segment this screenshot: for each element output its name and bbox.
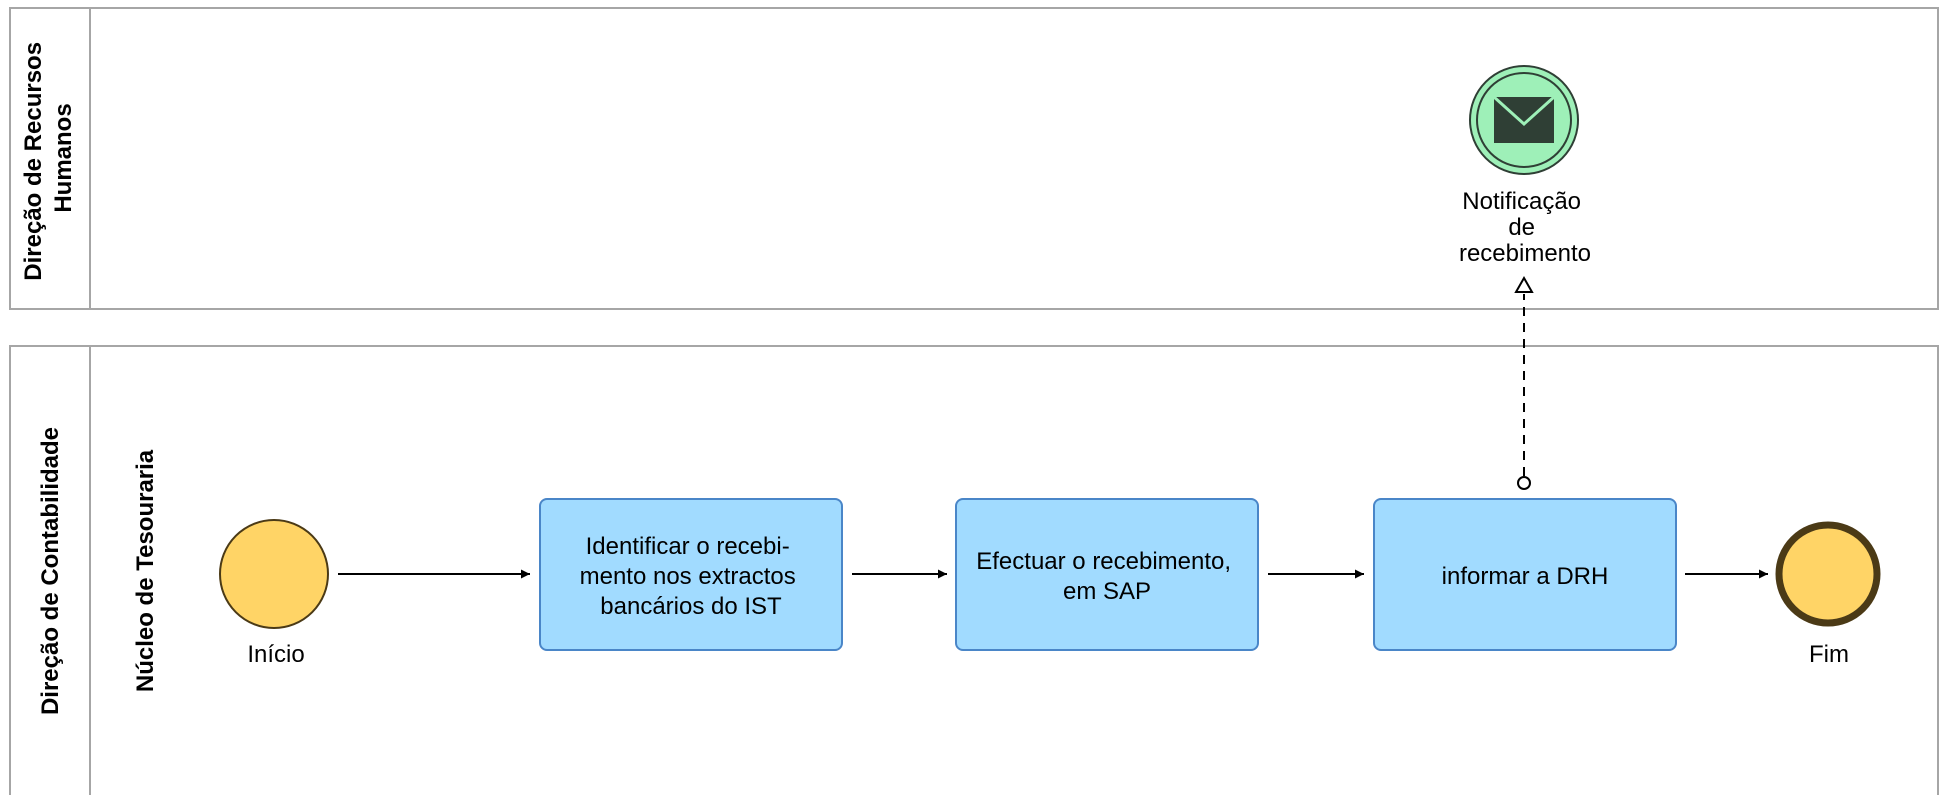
notification-label-line-2: de — [1508, 214, 1535, 241]
task-identificar-recebimento[interactable]: Identificar o recebi- mento nos extracto… — [539, 498, 843, 651]
notification-label: Notificação de recebimento — [1459, 188, 1591, 267]
end-event[interactable] — [1775, 521, 1881, 627]
task-2-line-1: Efectuar o recebimento, — [976, 548, 1231, 575]
message-flow — [1514, 275, 1534, 490]
notification-label-line-3: recebimento — [1459, 240, 1591, 267]
task-efectuar-recebimento[interactable]: Efectuar o recebimento, em SAP — [955, 498, 1259, 651]
pool-hr-title-line-1: Direção de Recursos — [20, 42, 47, 281]
lane-tesouraria-title: Núcleo de Tesouraria — [132, 449, 159, 692]
envelope-icon — [1492, 95, 1556, 143]
task-1-label: Identificar o recebi- mento nos extracto… — [580, 533, 803, 620]
message-flow-arrowhead — [1514, 275, 1534, 293]
message-flow-source-circle — [1517, 476, 1531, 490]
notification-label-line-1: Notificação — [1462, 188, 1581, 215]
pool-hr-title-line-2: Humanos — [50, 103, 77, 212]
start-event-label: Início — [247, 641, 304, 668]
pool-hr-title: Direção de Recursos Humanos — [20, 35, 77, 280]
task-2-line-2: em SAP — [1063, 578, 1151, 605]
end-event-label: Fim — [1809, 641, 1849, 668]
task-2-label: Efectuar o recebimento, em SAP — [976, 548, 1237, 605]
notification-message-event[interactable] — [1469, 65, 1579, 175]
task-3-label: informar a DRH — [1442, 563, 1609, 590]
start-event[interactable] — [219, 519, 329, 629]
pool-accounting-title: Direção de Contabilidade — [37, 427, 64, 715]
task-3-line-1: informar a DRH — [1442, 563, 1609, 590]
task-1-line-3: bancários do IST — [600, 593, 782, 620]
task-1-line-1: Identificar o recebi- — [586, 533, 790, 560]
pool-hr: Direção de Recursos Humanos — [9, 7, 1939, 310]
task-1-line-2: mento nos extractos — [580, 563, 796, 590]
task-informar-drh[interactable]: informar a DRH — [1373, 498, 1677, 651]
